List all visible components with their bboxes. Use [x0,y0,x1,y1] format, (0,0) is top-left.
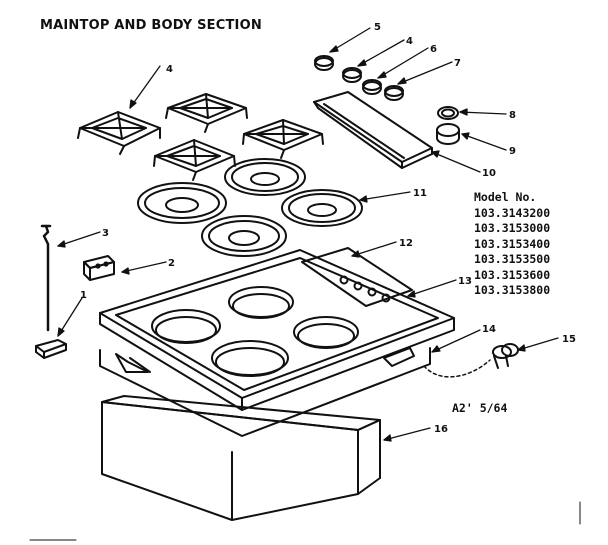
callout-4: 4 [406,36,413,47]
burner-grate [153,139,236,181]
leader-lines [57,27,559,442]
model-number: 103.3153000 [474,221,551,235]
diagram-title: MAINTOP AND BODY SECTION [40,18,262,33]
callout-9: 9 [509,146,516,157]
callout-7: 7 [454,58,461,69]
control-knob [342,67,362,83]
callout-16: 16 [434,424,448,435]
model-number: 103.3153400 [474,236,551,251]
support-rod [40,224,52,332]
callout-3: 3 [102,228,109,239]
callout-2: 2 [168,258,175,269]
revision-code: A2' 5/64 [452,401,508,415]
burner-grate [77,111,161,155]
callout-4: 4 [166,64,173,75]
model-number: 103.3153800 [474,283,551,297]
model-heading: Model No. [474,190,537,204]
bezel-ring [437,106,459,120]
callout-6: 6 [430,44,437,55]
callout-12: 12 [399,238,413,249]
model-number-list: Model No. 103.3143200 103.3153000 103.31… [474,190,550,299]
model-number: 103.3153600 [474,267,551,282]
wire-connector [492,343,519,369]
body-frame [99,347,431,437]
burner-grate [165,93,248,133]
burner-box [101,395,381,521]
callout-8: 8 [509,110,516,121]
callout-13: 13 [458,276,472,287]
control-knob [314,55,334,71]
callout-14: 14 [482,324,496,335]
maintop-panel [99,247,455,411]
model-number: 103.3143200 [474,205,551,220]
callout-5: 5 [374,22,381,33]
wire-harness [423,359,491,378]
mounting-bracket [83,255,115,281]
callout-11: 11 [413,188,427,199]
control-panel-trim [313,91,433,169]
drip-pan [201,215,287,257]
callout-1: 1 [80,290,87,301]
control-knob [362,79,382,95]
bezel-ring [436,123,460,145]
callout-10: 10 [482,168,496,179]
drip-pan [281,189,363,227]
drip-pan [224,158,306,196]
drip-pan [137,182,227,224]
callout-15: 15 [562,334,576,345]
model-number: 103.3153500 [474,252,551,266]
burner-grate [242,119,324,159]
control-knob [384,85,404,101]
retaining-clip [35,339,67,359]
